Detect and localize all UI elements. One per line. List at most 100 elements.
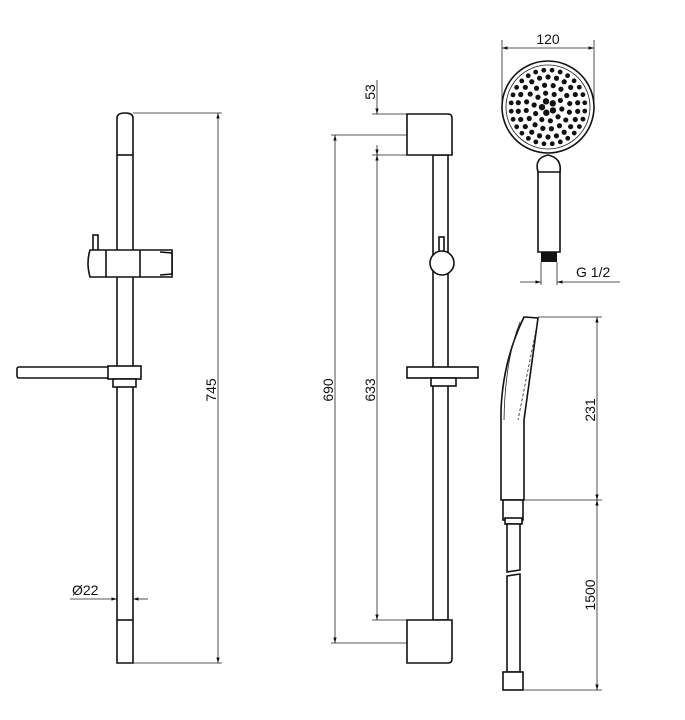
nozzle-dot: [556, 123, 563, 129]
nozzle-dot: [545, 134, 551, 140]
nozzle-dot: [555, 114, 561, 120]
nozzle-dot: [580, 92, 586, 98]
nozzle-dot: [536, 75, 543, 81]
nozzle-dot: [529, 79, 535, 85]
nozzle-dot: [566, 109, 572, 115]
nozzle-dot: [539, 116, 545, 123]
slider-knob: [429, 250, 455, 276]
nozzle-dot: [533, 69, 539, 75]
nozzle-dot: [543, 90, 549, 96]
nozzle-dot: [525, 135, 531, 141]
nozzle-dot: [545, 74, 551, 80]
rail-side-view: 690 633 53: [320, 80, 479, 664]
dim-rail-diameter: Ø22: [72, 582, 99, 598]
nozzle-dot: [508, 108, 514, 114]
nozzle-dot: [549, 67, 555, 73]
soap-dish: [406, 366, 479, 379]
nozzle-dot: [551, 91, 557, 98]
nozzle-dot: [563, 117, 569, 123]
nozzle-dot: [565, 73, 571, 79]
nozzle-dot: [533, 110, 539, 117]
nozzle-dot: [515, 108, 521, 114]
hand-shower-front-view: G 1/2 120: [501, 31, 620, 285]
nozzle-dot: [525, 73, 531, 79]
nozzle-dot: [568, 84, 574, 90]
spray-nozzles: [508, 67, 588, 147]
nozzle-dot: [515, 100, 521, 106]
hand-shower-side-view: 231 1500: [500, 316, 602, 691]
dim-hose-length: 1500: [582, 579, 598, 610]
nozzle-dot: [526, 115, 532, 122]
nozzle-dot: [533, 85, 540, 91]
dim-mount-outer: 690: [320, 378, 336, 402]
nozzle-dot: [550, 83, 556, 89]
nozzle-dot: [508, 100, 514, 106]
rail-front-view: 745 Ø22: [16, 112, 222, 664]
nozzle-dot: [547, 118, 553, 124]
hose: [506, 573, 521, 673]
nozzle-dot: [575, 108, 581, 114]
nozzle-dot: [519, 130, 525, 136]
nozzle-dot: [541, 67, 547, 73]
nozzle-dot: [582, 100, 588, 106]
dim-head-diameter: 120: [536, 31, 560, 47]
nozzle-dot: [559, 106, 565, 112]
nozzle-dot: [529, 129, 535, 135]
nozzle-dot: [524, 99, 530, 105]
nozzle-dot: [575, 100, 581, 106]
nozzle-dot: [514, 84, 520, 90]
nozzle-dot: [518, 91, 524, 98]
nozzle-dot: [532, 122, 538, 128]
nozzle-dot: [510, 92, 516, 98]
nozzle-dot: [567, 100, 573, 107]
dim-mount-inner: 633: [362, 378, 378, 402]
nozzle-dot: [549, 141, 555, 147]
nozzle-dot: [549, 100, 556, 107]
nozzle-dot: [514, 124, 520, 130]
nozzle-dot: [564, 92, 570, 99]
nozzle-dot: [541, 82, 548, 88]
nozzle-dot: [518, 116, 524, 123]
dim-head-length: 231: [582, 398, 598, 422]
nozzle-dot: [561, 79, 567, 85]
nozzle-dot: [522, 124, 528, 130]
nozzle-dot: [523, 107, 529, 114]
nozzle-dot: [576, 124, 582, 130]
nozzle-dot: [553, 75, 560, 81]
nozzle-dot: [510, 116, 516, 122]
nozzle-dot: [565, 135, 571, 141]
rail: [432, 154, 449, 621]
dim-thread: G 1/2: [576, 264, 610, 280]
nozzle-dot: [549, 107, 557, 114]
nozzle-dot: [531, 102, 537, 108]
nozzle-dot: [572, 116, 578, 123]
nozzle-dot: [580, 116, 586, 122]
soap-dish: [16, 365, 142, 388]
nozzle-dot: [557, 69, 563, 75]
nozzle-dot: [561, 129, 567, 135]
nozzle-dot: [522, 84, 528, 90]
slider-bracket: [87, 234, 173, 278]
nozzle-dot: [557, 97, 563, 104]
bottom-wall-bracket: [406, 619, 453, 664]
nozzle-dot: [540, 125, 546, 131]
nozzle-dot: [568, 124, 574, 130]
nozzle-dot: [541, 141, 547, 147]
nozzle-dot: [542, 98, 550, 105]
nozzle-dot: [538, 103, 546, 111]
nozzle-dot: [543, 109, 550, 116]
nozzle-dot: [571, 78, 577, 84]
nozzle-dot: [519, 78, 525, 84]
nozzle-dot: [571, 130, 577, 136]
nozzle-dot: [548, 126, 555, 132]
nozzle-dot: [572, 91, 578, 98]
top-wall-bracket: [406, 113, 453, 156]
dim-bracket-height: 53: [362, 84, 378, 100]
nozzle-dot: [535, 94, 541, 100]
dim-total-height: 745: [203, 378, 219, 402]
nozzle-dot: [527, 91, 533, 97]
nozzle-dot: [533, 139, 539, 145]
nozzle-dot: [576, 84, 582, 90]
thread-connector: [541, 252, 557, 262]
